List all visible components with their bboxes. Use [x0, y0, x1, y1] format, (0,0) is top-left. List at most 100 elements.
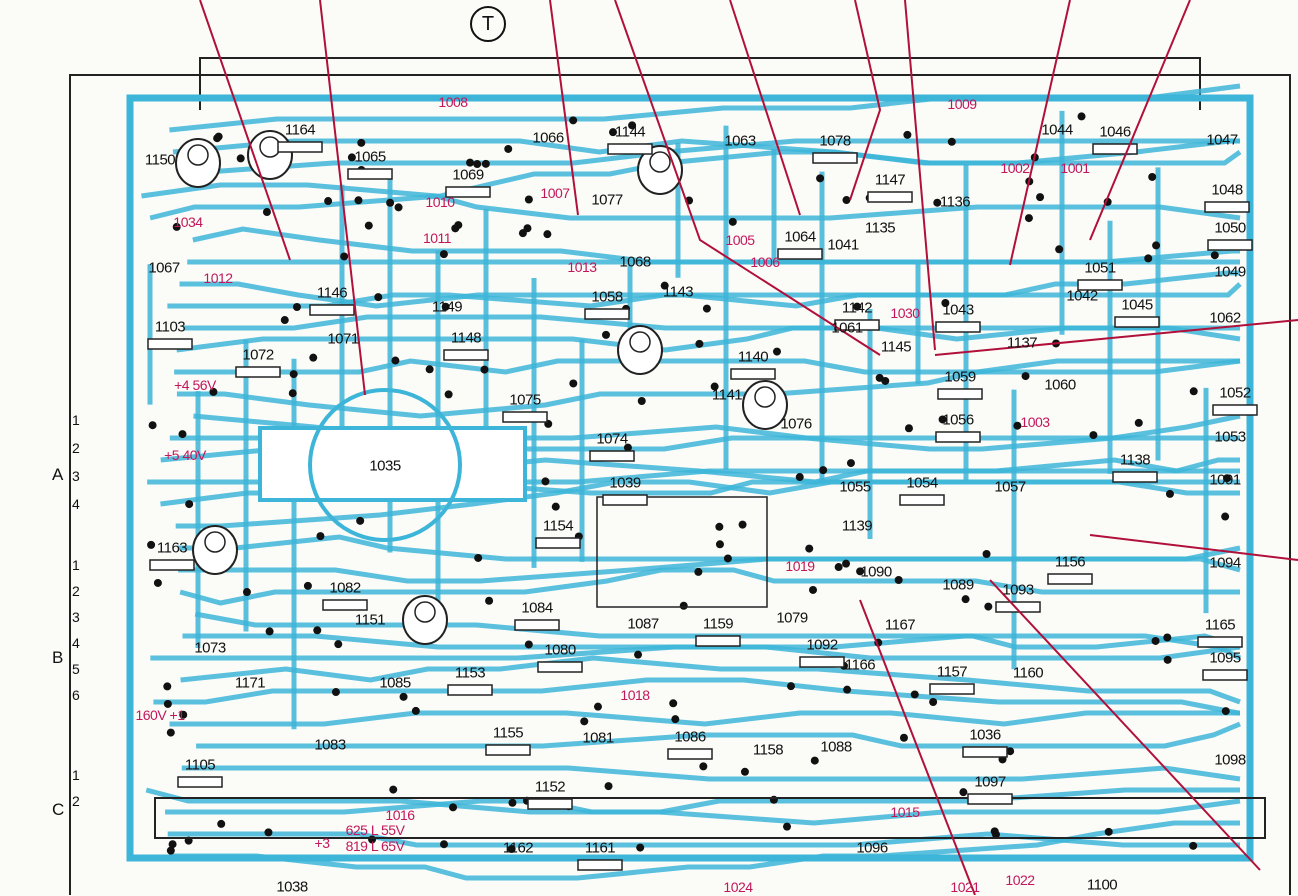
- electrolytic-capacitor: [617, 325, 663, 375]
- solder-pad: [356, 516, 365, 525]
- connector-pin: 2: [72, 793, 80, 809]
- solder-pad: [1013, 421, 1022, 430]
- solder-pad: [843, 685, 852, 694]
- component-label: 1057: [994, 478, 1026, 496]
- component-label: 1152: [534, 778, 566, 796]
- capacitor-top: [187, 144, 209, 166]
- solder-pad: [474, 553, 483, 562]
- capacitor-top: [649, 151, 671, 173]
- component-label: 1136: [939, 193, 971, 211]
- component-label: 1159: [702, 615, 734, 633]
- jumper-wire: [989, 579, 1261, 871]
- voltage-label: 1018: [620, 687, 650, 703]
- resistor-body: [667, 748, 713, 760]
- resistor-body: [347, 168, 393, 180]
- component-label: 1053: [1214, 428, 1246, 446]
- connector-c-label: C: [52, 800, 65, 819]
- resistor-body: [277, 141, 323, 153]
- solder-pad: [991, 830, 1000, 839]
- solder-pad: [357, 138, 366, 147]
- voltage-label: 1030: [890, 305, 920, 321]
- component-label: 1139: [841, 517, 873, 535]
- ground-trace: [126, 94, 1254, 862]
- solder-pad: [485, 596, 494, 605]
- solder-pad: [636, 843, 645, 852]
- resistor-body: [967, 793, 1013, 805]
- solder-pad: [609, 128, 618, 137]
- solder-pad: [399, 692, 408, 701]
- solder-pad: [569, 116, 578, 125]
- solder-pad: [389, 785, 398, 794]
- voltage-label: 1009: [947, 96, 977, 112]
- resistor-body: [322, 599, 368, 611]
- voltage-label: 819 L 65V: [345, 838, 405, 854]
- component-label: 1045: [1121, 296, 1153, 314]
- bottom-heatsink: [154, 797, 1266, 839]
- solder-pad: [834, 563, 843, 572]
- solder-pad: [166, 846, 175, 855]
- solder-pad: [699, 762, 708, 771]
- component-label: 1039: [609, 474, 641, 492]
- solder-pad: [1021, 372, 1030, 381]
- solder-pad: [903, 130, 912, 139]
- component-label: 1149: [431, 298, 463, 316]
- solder-pad: [236, 154, 245, 163]
- resistor-body: [1207, 239, 1253, 251]
- resistor-body: [584, 308, 630, 320]
- component-label: 1097: [974, 773, 1006, 791]
- component-label: 1165: [1204, 616, 1236, 634]
- copper-trace: [141, 182, 1241, 221]
- resistor-body: [502, 411, 548, 423]
- component-label: 1077: [591, 191, 623, 209]
- component-label: 1046: [1099, 123, 1131, 141]
- copper-trace: [150, 633, 1242, 661]
- solder-pad: [1024, 214, 1033, 223]
- copper-trace: [169, 710, 1240, 727]
- resistor-body: [1204, 201, 1250, 213]
- component-label: 1146: [316, 284, 348, 302]
- component-label: 1058: [591, 288, 623, 306]
- solder-pad: [856, 567, 865, 576]
- resistor-body: [537, 661, 583, 673]
- component-label: 1073: [194, 639, 226, 657]
- solder-pad: [723, 554, 732, 563]
- voltage-label: 1015: [890, 804, 920, 820]
- component-label: 1145: [880, 338, 912, 356]
- solder-pad: [669, 699, 678, 708]
- solder-pad: [1223, 474, 1232, 483]
- solder-pad: [163, 682, 172, 691]
- component-label: 1068: [619, 253, 651, 271]
- solder-pad: [303, 581, 312, 590]
- solder-pad: [148, 421, 157, 430]
- component-label: 1056: [942, 411, 974, 429]
- copper-trace: [172, 820, 1240, 881]
- solder-pad: [1165, 489, 1174, 498]
- solder-pad: [941, 298, 950, 307]
- electrolytic-capacitor: [175, 138, 221, 188]
- solder-pad: [411, 706, 420, 715]
- solder-pad: [473, 160, 482, 169]
- resistor-body: [577, 859, 623, 871]
- solder-pad: [168, 840, 177, 849]
- voltage-label: 1021: [950, 879, 980, 895]
- solder-pad: [846, 459, 855, 468]
- solder-pad: [374, 293, 383, 302]
- solder-pad: [695, 339, 704, 348]
- connector-pin: 2: [72, 583, 80, 599]
- solder-pad: [710, 382, 719, 391]
- jumper-wire: [614, 0, 881, 356]
- solder-pad: [947, 137, 956, 146]
- component-label: 1158: [752, 741, 784, 759]
- jumper-wire: [904, 0, 936, 351]
- solder-pad: [507, 845, 516, 854]
- component-label: 1155: [492, 724, 524, 742]
- solder-pad: [1151, 636, 1160, 645]
- resistor-body: [1047, 573, 1093, 585]
- solder-pad: [163, 699, 172, 708]
- solder-pad: [214, 132, 223, 141]
- solder-pad: [518, 229, 527, 238]
- component-label: 1147: [874, 171, 906, 189]
- component-label: 1049: [1214, 263, 1246, 281]
- component-label: 1080: [544, 641, 576, 659]
